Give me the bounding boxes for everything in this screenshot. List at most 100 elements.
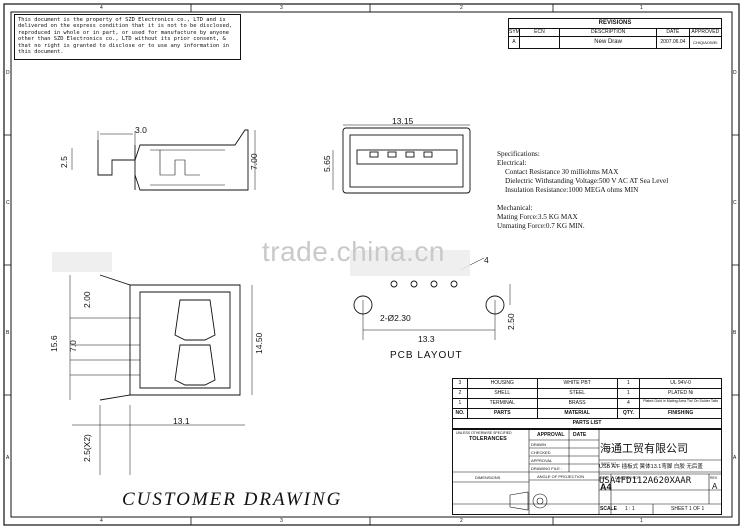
rev-ecn	[520, 37, 561, 48]
part-name: HOUSING	[468, 379, 538, 388]
pcb-layout-label: PCB LAYOUT	[390, 350, 463, 361]
dim-3-0: 3.0	[135, 125, 147, 135]
tb-drawing-no: DRAWING NO.	[615, 476, 639, 480]
dim-7-00: 7.00	[249, 153, 259, 170]
part-no: 1	[453, 399, 468, 408]
blurred-region-top	[52, 252, 112, 272]
parts-header-qty: QTY.	[618, 409, 641, 418]
parts-header-no: NO.	[453, 409, 468, 418]
revisions-header-row: SYM ECN DESCRIPTION DATE APPROVED	[509, 29, 721, 37]
dim-13-1: 13.1	[173, 416, 190, 426]
frame-bottom-3: 3	[280, 518, 283, 524]
tb-angle-projection: ANGLE OF PROJECTION	[537, 474, 585, 479]
parts-row-1: 1 TERMINAL BRASS 4 Plated Gold in Mating…	[453, 399, 721, 409]
top-view	[69, 274, 253, 475]
dim-hole-dia: 2-Ø2.30	[380, 313, 411, 323]
front-view	[332, 124, 471, 194]
revisions-data-row: A New Draw 2007.06.04 CHIQIAOWEI	[509, 37, 721, 48]
tb-rev-label: REV.	[710, 476, 718, 480]
frame-left-d: D	[6, 70, 10, 76]
frame-top-4: 4	[100, 5, 103, 11]
tb-unless-note: UNLESS OTHERWISE SPECIFIED	[456, 431, 512, 435]
side-view	[71, 129, 256, 191]
tb-approval2: APPROVAL	[531, 458, 553, 463]
tb-rev: A	[712, 482, 718, 491]
dim-2-00: 2.00	[82, 291, 92, 308]
tb-date: DATE	[573, 432, 587, 438]
part-finish: Plated Gold in Mating Area Tin/ On Solde…	[643, 399, 719, 403]
parts-header-finishing: FINISHING	[667, 410, 694, 416]
part-no: 3	[453, 379, 468, 388]
parts-row-3: 3 HOUSING WHITE PBT 1 UL 94V-0	[453, 379, 721, 389]
tb-size-label: SIZE	[600, 476, 608, 480]
title-block-grid	[453, 430, 721, 514]
rev-header-description: DESCRIPTION	[560, 29, 658, 36]
tb-scale-label: SCALE	[600, 506, 617, 512]
spec-contact-resistance: Contact Resistance 30 milliohms MAX	[505, 168, 619, 176]
tb-dimensions: DIMENSIONS	[475, 475, 501, 480]
frame-right-a: A	[733, 455, 737, 461]
part-material: WHITE PBT	[538, 379, 618, 388]
spec-mechanical: Mechanical:	[497, 204, 533, 212]
tb-scale: 1 : 1	[625, 506, 635, 512]
revisions-table: REVISIONS SYM ECN DESCRIPTION DATE APPRO…	[508, 18, 722, 49]
part-name: SHELL	[468, 389, 538, 398]
parts-list-label: PARTS LIST	[572, 420, 602, 426]
parts-header-parts: PARTS	[468, 409, 538, 418]
part-qty: 1	[618, 379, 641, 388]
tb-checked: CHECKED	[531, 450, 551, 455]
watermark: trade.china.cn	[262, 236, 445, 267]
spec-unmating-force: Unmating Force:0.7 KG MIN.	[497, 222, 585, 230]
dim-2-5: 2.5	[59, 156, 69, 168]
tb-size: A4	[600, 482, 612, 492]
rev-header-ecn: ECN	[520, 29, 561, 36]
part-finish: UL 94V-0	[670, 380, 691, 386]
tb-sheet: SHEET 1 OF 1	[671, 506, 705, 512]
dim-14-50: 14.50	[254, 332, 264, 354]
spec-mating-force: Mating Force:3.5 KG MAX	[497, 213, 578, 221]
frame-right-d: D	[733, 70, 737, 76]
tb-tolerances: TOLERANCES	[469, 436, 507, 442]
spec-electrical: Electrical:	[497, 159, 527, 167]
confidentiality-notice: This document is the property of SZD Ele…	[14, 14, 241, 60]
frame-top-3: 3	[280, 5, 283, 11]
dim-4: 4	[484, 255, 489, 265]
specifications: Specifications: Electrical: Contact Resi…	[497, 150, 668, 231]
rev-date: 2007.06.04	[657, 37, 690, 48]
rev-approved: CHIQIAOWEI	[693, 40, 718, 45]
dim-7-0: 7.0	[68, 340, 78, 352]
dim-2-50: 2.50	[506, 313, 516, 330]
tb-drawn: DRAWN	[531, 442, 546, 447]
spec-dielectric: Dielectric Withstanding Voltage:500 V AC…	[505, 177, 669, 185]
spec-heading: Specifications:	[497, 150, 540, 158]
rev-header-date: DATE	[657, 29, 690, 36]
frame-right-b: B	[733, 330, 737, 336]
part-qty: 1	[618, 389, 641, 398]
rev-description: New Draw	[560, 37, 658, 48]
dim-13-3: 13.3	[418, 334, 435, 344]
rev-header-approved: APPROVED	[691, 29, 720, 35]
drawing-title: CUSTOMER DRAWING	[122, 489, 343, 510]
frame-top-2: 2	[460, 5, 463, 11]
tb-drawing-file: DRAWING FILE :	[531, 466, 562, 471]
rev-header-sym: SYM	[509, 29, 520, 36]
revisions-title: REVISIONS	[509, 19, 721, 29]
parts-header-row: NO. PARTS MATERIAL QTY. FINISHING	[453, 409, 721, 419]
dim-2-5x2: 2.5(X2)	[82, 434, 92, 462]
part-material: STEEL	[538, 389, 618, 398]
parts-row-2: 2 SHELL STEEL 1 PLATED Ni	[453, 389, 721, 399]
part-number: USA4FD112A620XAAR	[599, 476, 692, 486]
tb-part-no-label: PART NO.	[601, 462, 618, 466]
part-no: 2	[453, 389, 468, 398]
part-description: USB A/F 插板式 簧体13.1弯脚 白胶 无后盖	[599, 464, 703, 470]
frame-left-a: A	[6, 455, 10, 461]
frame-bottom-2: 2	[460, 518, 463, 524]
frame-left-b: B	[6, 330, 10, 336]
parts-list: 3 HOUSING WHITE PBT 1 UL 94V-0 2 SHELL S…	[452, 378, 722, 429]
frame-bottom-4: 4	[100, 518, 103, 524]
frame-bottom-1: 1	[640, 518, 643, 524]
company-name: 海通工贸有限公司	[600, 442, 688, 455]
part-qty: 4	[618, 399, 641, 408]
dim-15-6: 15.6	[49, 335, 59, 352]
